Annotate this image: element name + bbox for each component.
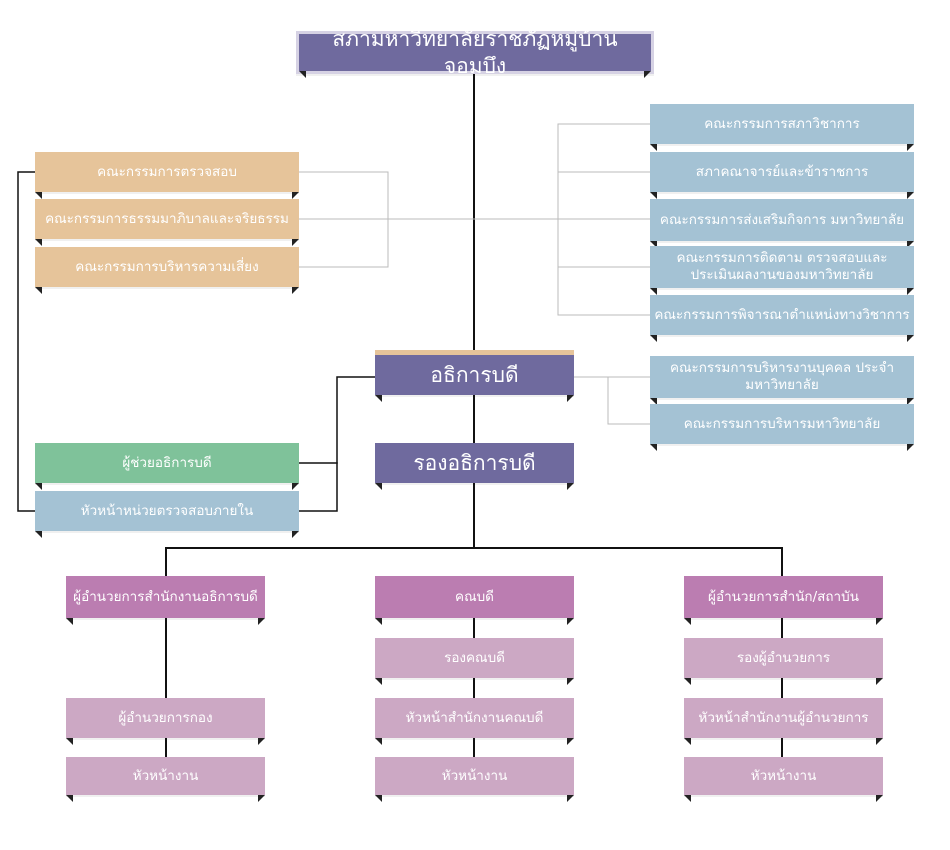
assistant-president-box: ผู้ช่วยอธิการบดี (35, 443, 299, 490)
dean-box: คณบดี (375, 576, 574, 625)
president-box: อธิการบดี (375, 350, 574, 402)
institute-section-head-box: หัวหน้างาน (684, 757, 883, 802)
right-committees-bracket (557, 123, 651, 316)
faculty-senate-box: สภาคณาจารย์และข้าราชการ (650, 152, 914, 199)
institute-director-box: ผู้อำนวยการสำนัก/สถาบัน (684, 576, 883, 625)
office-section-head-box: หัวหน้างาน (66, 757, 265, 802)
faculty-section-head-box: หัวหน้างาน (375, 757, 574, 802)
academic-position-committee-box: คณะกรรมการพิจารณาตำแหน่งทางวิชาการ (650, 295, 914, 342)
personnel-committee-box: คณะกรรมการบริหารงานบุคคล ประจำมหาวิทยาลั… (650, 356, 914, 405)
deputy-director-box: รองผู้อำนวยการ (684, 638, 883, 685)
internal-audit-head-box: หัวหน้าหน่วยตรวจสอบภายใน (35, 491, 299, 538)
university-council-box: สภามหาวิทยาลัยราชภัฏหมู่บ้านจอมบึง (296, 27, 654, 78)
vice-president-box: รองอธิการบดี (375, 443, 574, 490)
promotion-committee-box: คณะกรรมการส่งเสริมกิจการ มหาวิทยาลัย (650, 199, 914, 248)
academic-council-box: คณะกรรมการสภาวิชาการ (650, 104, 914, 151)
audit-loop-line (17, 171, 36, 512)
audit-committee-box: คณะกรรมการตรวจสอบ (35, 152, 299, 199)
governance-committee-box: คณะกรรมการธรรมมาภิบาลและจริยธรรม (35, 199, 299, 246)
office-director-box: ผู้อำนวยการสำนักงานอธิการบดี (66, 576, 265, 625)
division-director-box: ผู้อำนวยการกอง (66, 698, 265, 745)
associate-dean-box: รองคณบดี (375, 638, 574, 685)
president-assistants-line (298, 376, 376, 512)
risk-committee-box: คณะกรรมการบริหารความเสี่ยง (35, 247, 299, 294)
evaluation-committee-box: คณะกรรมการติดตาม ตรวจสอบและ ประเมินผลงาน… (650, 246, 914, 295)
dean-office-head-box: หัวหน้าสำนักงานคณบดี (375, 698, 574, 745)
administration-committee-box: คณะกรรมการบริหารมหาวิทยาลัย (650, 404, 914, 451)
director-office-head-box: หัวหน้าสำนักงานผู้อำนวยการ (684, 698, 883, 745)
